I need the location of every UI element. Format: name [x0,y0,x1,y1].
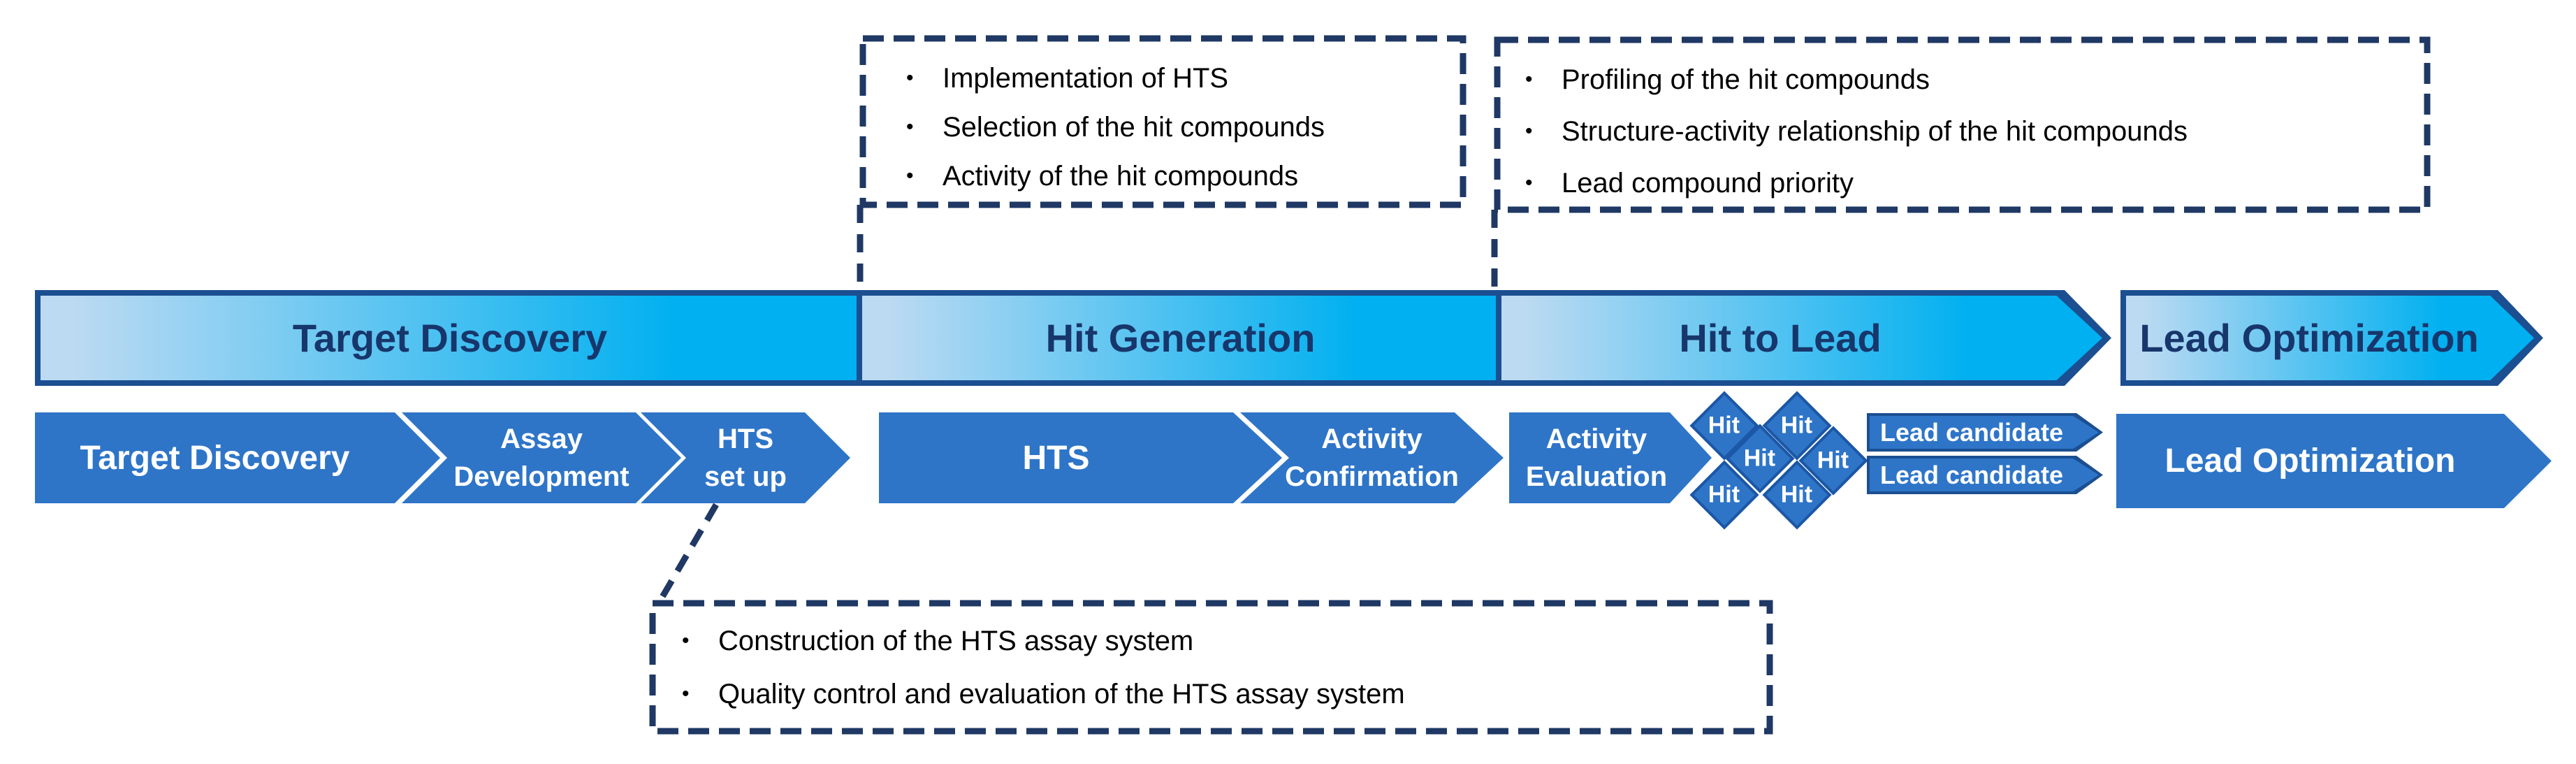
bullet-text: Profiling of the hit compounds [1562,64,1930,95]
step-label: Target Discovery [80,439,350,477]
bullet-icon [906,152,943,199]
bullet-icon [682,669,718,719]
bullet-item: Structure-activity relationship of the h… [1525,107,2427,159]
bullet-item: Construction of the HTS assay system [682,616,1770,669]
bullet-icon [906,103,943,150]
hit-label: Hit [1781,481,1813,508]
callout-hit-generation-list: Implementation of HTS Selection of the h… [906,55,1463,202]
bullet-item: Lead compound priority [1525,159,2427,210]
bullet-icon [1525,159,1562,208]
lead-candidate-fill [1870,416,2099,449]
callout-hit-generation: Implementation of HTS Selection of the h… [863,38,1463,205]
bullet-text: Construction of the HTS assay system [718,626,1194,656]
bullet-text: Activity of the hit compounds [943,161,1299,192]
bullet-icon [906,55,943,101]
phase-label: Lead Optimization [2139,316,2479,360]
step-label: HTS [1022,439,1090,477]
lead-candidate-label: Lead candidate [1879,460,2064,489]
step-label: Lead Optimization [2164,442,2456,480]
step-label-line1: Assay [500,424,583,454]
lead-candidate-arrow: Lead candidate [1867,456,2103,494]
bullet-icon [1525,55,1562,104]
bullet-item: Implementation of HTS [906,55,1463,104]
lead-candidate-fill [1870,459,2099,491]
hit-label: Hit [1708,481,1740,508]
phase-segment-lead-optimization: Lead Optimization [2120,290,2543,386]
process-step-lead-optimization: Lead Optimization [2116,414,2552,508]
phase-segment-fill [2126,296,2534,380]
bullet-text: Structure-activity relationship of the h… [1562,116,2188,147]
callout-hts-setup-list: Construction of the HTS assay system Qua… [682,616,1770,722]
process-step-activity-evaluation: Activity Evaluation [1509,412,1712,503]
step-label-line1: HTS [718,424,773,454]
bullet-icon [1525,107,1562,156]
phase-segment-hit-generation: Hit Generation [857,290,1504,386]
hit-label: Hit [1708,412,1740,439]
lead-candidate-arrow: Lead candidate [1867,413,2103,452]
process-step-assay-development: Assay Development [402,412,681,503]
hit-label: Hit [1781,412,1813,439]
callout-hit-to-lead: Profiling of the hit compounds Structure… [1497,40,2427,210]
process-step-hts: HTS [879,412,1282,503]
phase-segment-hit-to-lead: Hit to Lead [1496,290,2111,386]
hit-label: Hit [1817,447,1849,474]
phase-segment-target-discovery: Target Discovery [35,290,865,386]
lead-candidate-label: Lead candidate [1879,417,2064,447]
step-label-line2: Development [453,461,630,492]
bullet-item: Profiling of the hit compounds [1525,55,2427,107]
callout-hit-to-lead-list: Profiling of the hit compounds Structure… [1525,55,2427,210]
bullet-item: Activity of the hit compounds [906,153,1463,202]
bullet-text: Quality control and evaluation of the HT… [718,679,1405,709]
process-step-target-discovery: Target Discovery [35,412,440,503]
bullet-item: Quality control and evaluation of the HT… [682,669,1770,722]
bullet-item: Selection of the hit compounds [906,104,1463,153]
step-label-line2: Evaluation [1525,461,1668,492]
callout-border-hit-generation [859,35,1467,208]
callout-border-hit-to-lead [1494,36,2431,213]
phase-label: Target Discovery [292,316,608,360]
bullet-text: Lead compound priority [1562,168,1854,199]
callout-border-hts-setup [649,600,1773,735]
bullet-text: Selection of the hit compounds [943,112,1325,143]
bullet-icon [682,616,718,666]
connector-hts-setup [655,503,719,607]
step-label-line2: Confirmation [1285,461,1459,492]
bullet-text: Implementation of HTS [943,63,1229,94]
hit-label: Hit [1744,445,1776,472]
step-label-line1: Activity [1321,424,1422,454]
callout-hts-setup: Construction of the HTS assay system Qua… [653,603,1770,731]
step-label-line1: Activity [1545,424,1647,454]
phase-label: Hit Generation [1045,316,1316,360]
phase-label: Hit to Lead [1679,316,1882,360]
step-label-line2: set up [704,461,787,492]
phase-segment-fill [1501,296,2102,380]
